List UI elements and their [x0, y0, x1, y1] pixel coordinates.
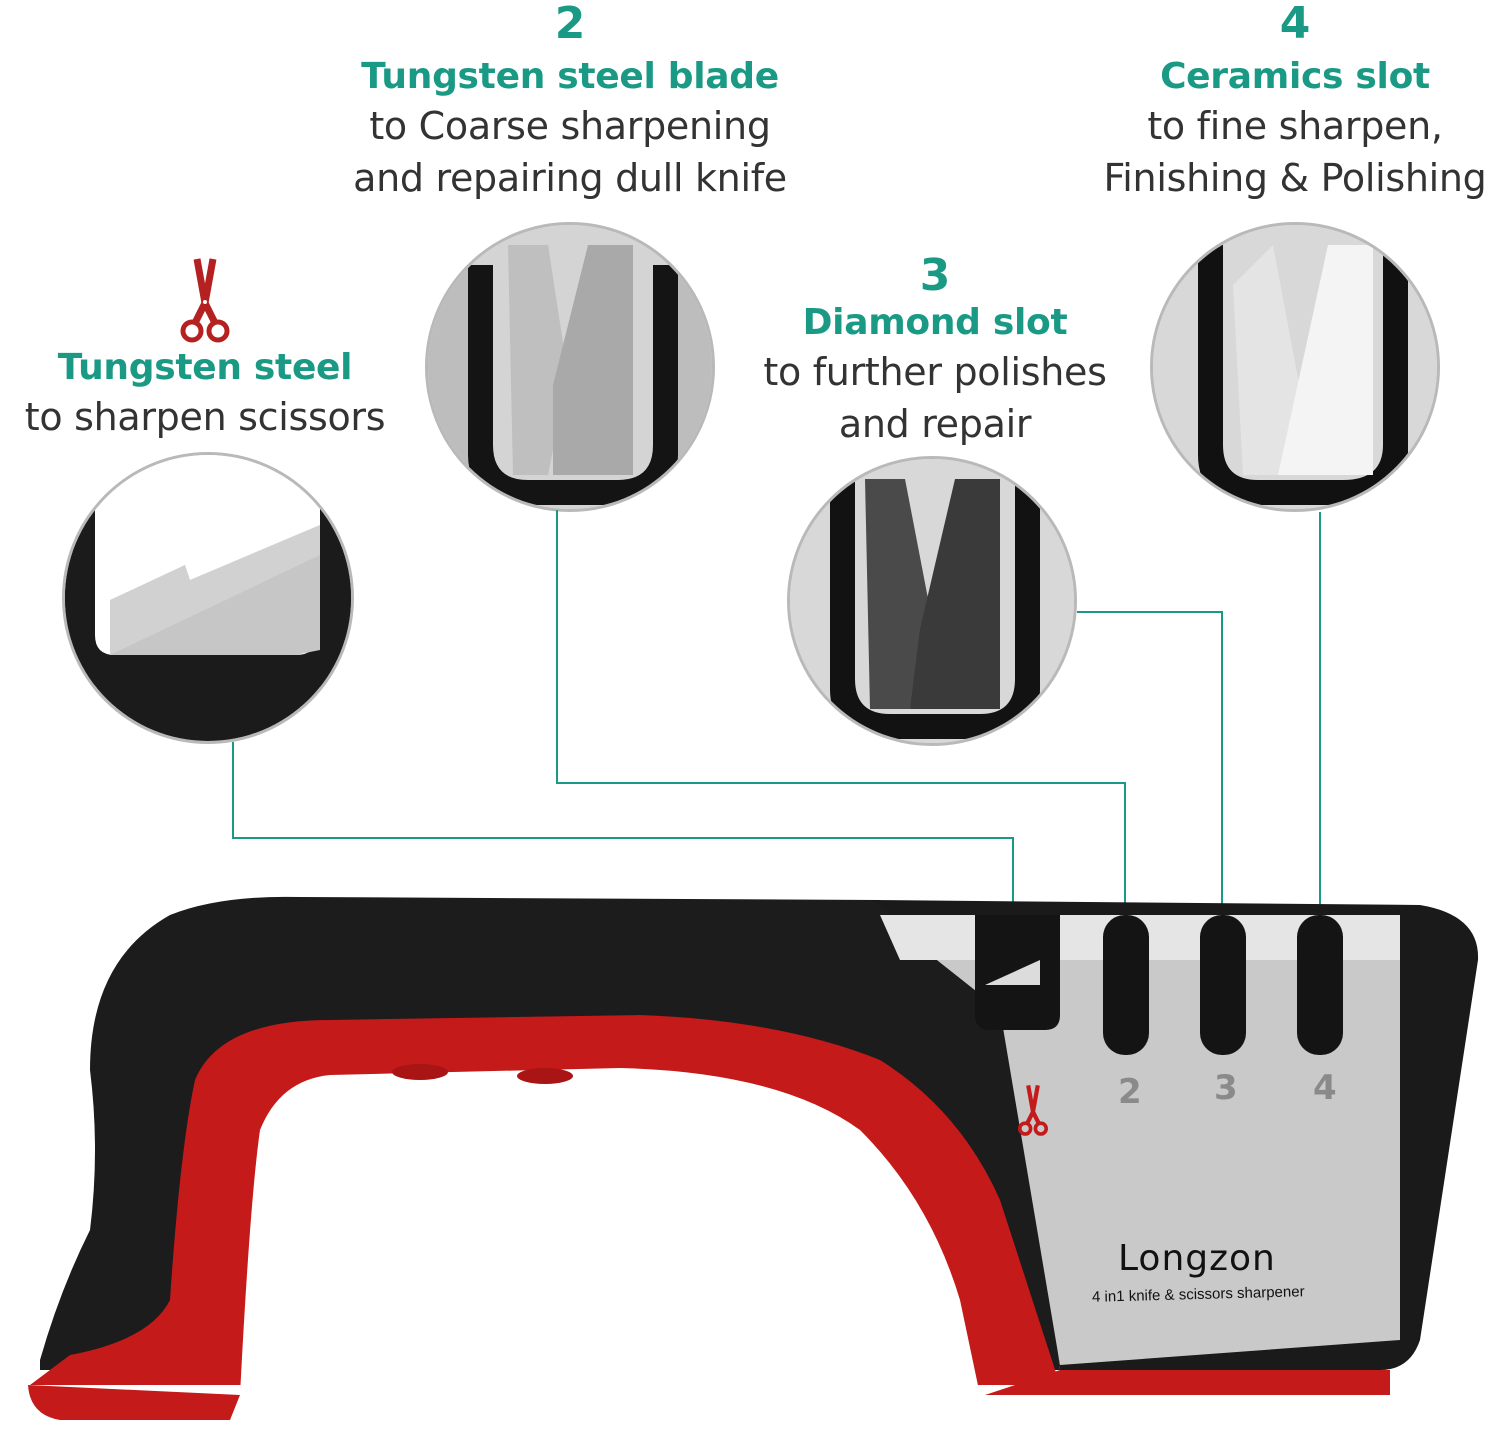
callout-title: Ceramics slot	[1160, 56, 1430, 97]
callout-title: Diamond slot	[802, 302, 1068, 343]
callout-description-line-2: and repairing dull knife	[353, 156, 787, 200]
detail-circle-tungsten	[425, 222, 715, 512]
scissors-icon	[175, 255, 235, 345]
callout-description: to sharpen scissors	[24, 395, 386, 439]
callout-slot-4: 4 Ceramics slot to fine sharpen, Finishi…	[1080, 0, 1500, 204]
callout-number: 4	[1279, 0, 1311, 49]
slot-marking-2: 2	[1118, 1072, 1142, 1112]
callout-scissors: Tungsten steel to sharpen scissors	[10, 255, 400, 443]
sharpener-product: 2 3 4 Longzon 4 in1 knife & scissors sha…	[0, 880, 1500, 1446]
callout-description-line-1: to fine sharpen,	[1147, 104, 1443, 148]
scissors-marking-icon	[1015, 1083, 1051, 1137]
callout-slot-3: 3 Diamond slot to further polishes and r…	[740, 252, 1130, 450]
slot-marking-4: 4	[1313, 1068, 1337, 1108]
detail-circle-diamond	[787, 456, 1077, 746]
callout-description-line-2: and repair	[838, 402, 1032, 446]
detail-circle-ceramic	[1150, 222, 1440, 512]
callout-number: 2	[554, 0, 586, 49]
brand-logo: Longzon	[1118, 1238, 1276, 1279]
callout-title: Tungsten steel blade	[361, 56, 779, 97]
callout-description-line-1: to Coarse sharpening	[369, 104, 771, 148]
callout-number: 3	[919, 250, 951, 301]
callout-description-line-1: to further polishes	[763, 350, 1107, 394]
callout-slot-2: 2 Tungsten steel blade to Coarse sharpen…	[330, 0, 810, 204]
detail-circle-scissors	[62, 452, 354, 744]
slot-marking-3: 3	[1214, 1068, 1238, 1108]
callout-description-line-2: Finishing & Polishing	[1103, 156, 1487, 200]
callout-title: Tungsten steel	[57, 347, 353, 388]
